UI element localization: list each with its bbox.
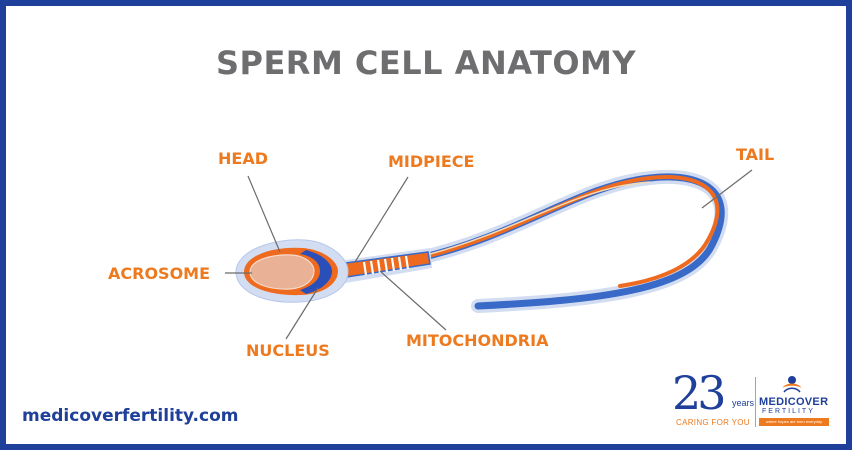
logo-years-number: 23 [672, 366, 727, 420]
diagram-frame [6, 6, 846, 444]
logo-years-word: years [732, 398, 755, 408]
tail-highlight [429, 181, 651, 255]
logo-brand-name: MEDICOVER [759, 396, 829, 408]
logo-divider [755, 377, 756, 427]
leader-midpiece [354, 176, 409, 263]
label-head: HEAD [218, 149, 268, 168]
page-title: SPERM CELL ANATOMY [215, 44, 637, 82]
leader-nucleus [285, 287, 319, 340]
label-nucleus: NUCLEUS [246, 341, 330, 360]
label-acrosome: ACROSOME [108, 264, 211, 283]
leader-head [247, 175, 281, 253]
logo-caring-text: CARING FOR YOU [676, 418, 750, 427]
medicover-logo-icon [782, 376, 802, 393]
website-link[interactable]: medicoverfertility.com [22, 406, 239, 426]
tail-core [418, 175, 720, 288]
leader-tail [701, 169, 753, 209]
nucleus-band [300, 250, 332, 294]
mitochondria-stripes [362, 255, 410, 276]
label-midpiece: MIDPIECE [388, 152, 475, 171]
label-tail: TAIL [736, 145, 775, 164]
label-mitochondria: MITOCHONDRIA [406, 331, 549, 350]
logo-brand-sub: FERTILITY [762, 408, 815, 415]
acrosome [249, 254, 315, 290]
logo-tagline: where hopes are born everyday [759, 418, 829, 426]
leader-mitochondria [379, 270, 447, 331]
